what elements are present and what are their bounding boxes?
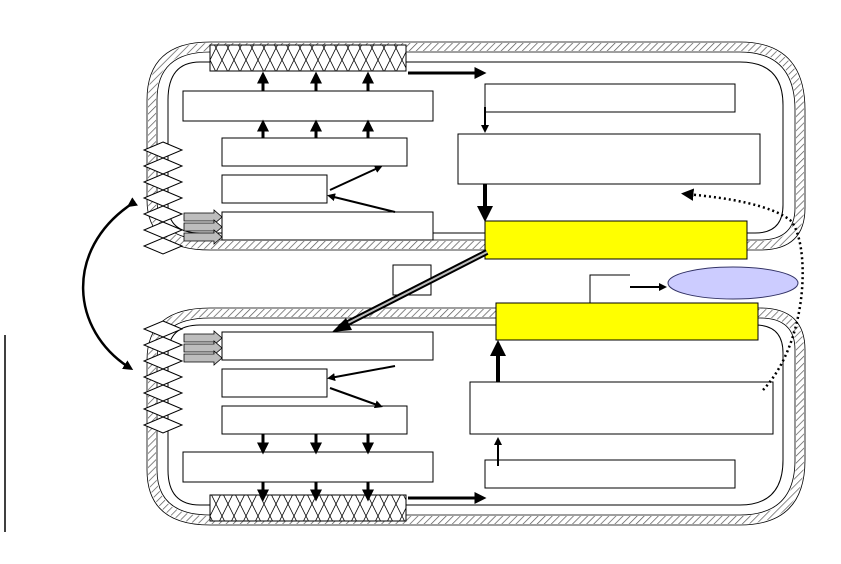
bottom-diamond-stack xyxy=(142,320,184,434)
top-left-box-4 xyxy=(221,211,434,241)
top-diamond-stack xyxy=(142,141,184,255)
top-left-box-2 xyxy=(221,137,408,167)
bottom-highlighted-box xyxy=(495,302,759,341)
oval-node xyxy=(667,266,799,300)
top-cell xyxy=(142,41,806,260)
feedback-dotted-arrow xyxy=(681,188,804,391)
bottom-left-box-3 xyxy=(221,405,408,435)
top-left-box-1 xyxy=(182,90,434,122)
top-highlighted-box xyxy=(484,220,748,260)
bottom-right-box-2 xyxy=(469,381,774,435)
bottom-left-box-1 xyxy=(221,331,434,361)
top-port-arrows xyxy=(183,209,223,245)
bottom-left-box-2 xyxy=(221,368,328,398)
bottom-port-arrows xyxy=(183,330,223,366)
top-right-box-2 xyxy=(457,133,761,185)
top-right-box-1 xyxy=(484,83,736,113)
top-left-box-3 xyxy=(221,174,328,204)
intercell-double-arrow xyxy=(81,197,138,371)
bottom-cell xyxy=(142,302,806,526)
bottom-left-box-4 xyxy=(182,451,434,483)
bottom-right-box-3 xyxy=(484,459,736,489)
